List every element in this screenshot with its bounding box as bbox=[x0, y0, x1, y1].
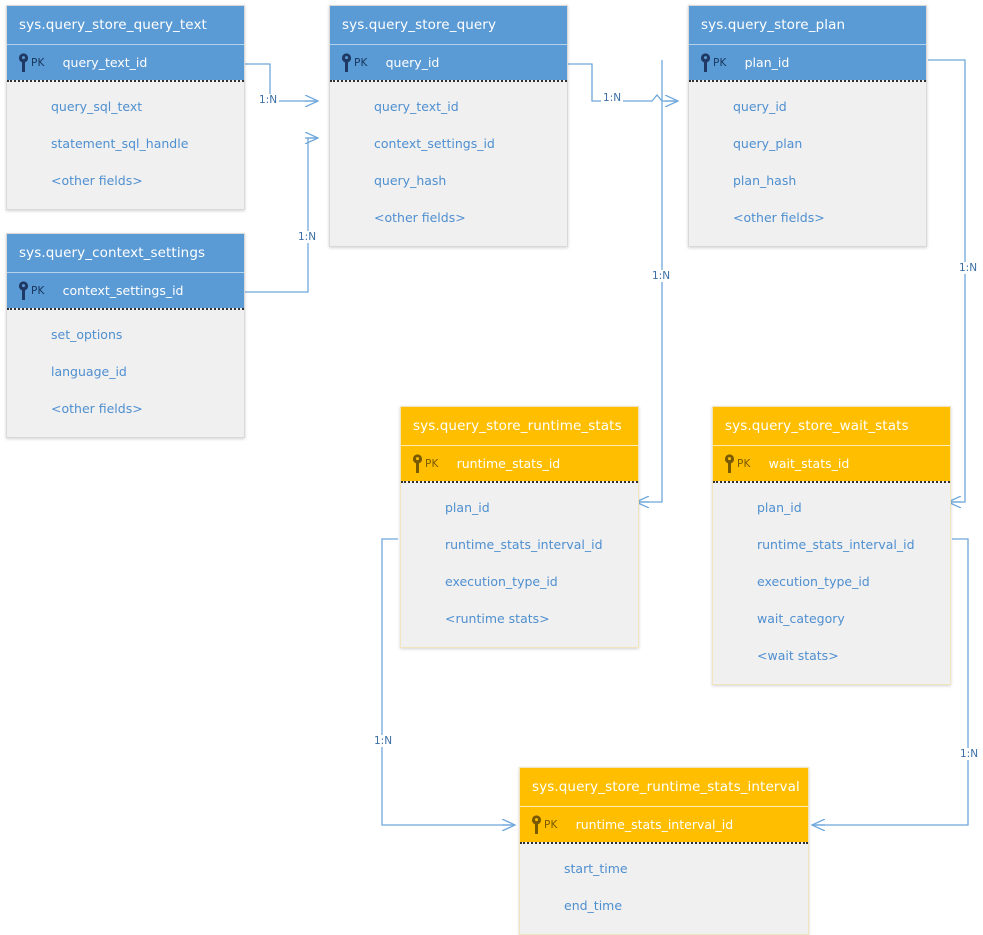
entity-title: sys.query_store_plan bbox=[689, 6, 926, 44]
entity-primary-key-row[interactable]: PK context_settings_id bbox=[7, 272, 244, 308]
entity-query-store-runtime-stats[interactable]: sys.query_store_runtime_stats PK runtime… bbox=[400, 406, 639, 648]
pk-divider bbox=[330, 80, 567, 82]
field-row: runtime_stats_interval_id bbox=[757, 537, 915, 552]
key-icon bbox=[412, 453, 423, 473]
entity-field-list: query_id query_plan plan_hash <other fie… bbox=[689, 82, 926, 246]
cardinality-label-plan-to-wait-stats: 1:N bbox=[957, 262, 980, 274]
entity-query-context-settings[interactable]: sys.query_context_settings PK context_se… bbox=[6, 233, 245, 438]
key-icon bbox=[18, 280, 29, 300]
entity-title: sys.query_context_settings bbox=[7, 234, 244, 272]
pk-tag: PK bbox=[425, 457, 439, 470]
pk-tag: PK bbox=[544, 818, 558, 831]
field-row: runtime_stats_interval_id bbox=[445, 537, 603, 552]
entity-field-list: query_sql_text statement_sql_handle <oth… bbox=[7, 82, 244, 209]
pk-field-name: wait_stats_id bbox=[768, 456, 850, 471]
key-icon bbox=[700, 52, 711, 72]
connector-context-to-query bbox=[245, 138, 318, 293]
entity-field-list: query_text_id context_settings_id query_… bbox=[330, 82, 567, 246]
field-row: query_sql_text bbox=[51, 99, 143, 114]
pk-field-name: plan_id bbox=[744, 55, 790, 70]
pk-field-name: runtime_stats_id bbox=[456, 456, 561, 471]
entity-primary-key-row[interactable]: PK runtime_stats_interval_id bbox=[520, 806, 808, 842]
entity-field-list: start_time end_time bbox=[520, 844, 808, 934]
cardinality-label-plan-to-runtime-stats: 1:N bbox=[650, 270, 673, 282]
pk-tag: PK bbox=[31, 284, 45, 297]
pk-tag: PK bbox=[713, 56, 727, 69]
entity-field-list: plan_id runtime_stats_interval_id execut… bbox=[713, 483, 950, 684]
field-row: <other fields> bbox=[733, 210, 825, 225]
field-row: plan_id bbox=[445, 500, 490, 515]
pk-field-name: runtime_stats_interval_id bbox=[575, 817, 734, 832]
field-row: plan_id bbox=[757, 500, 802, 515]
field-row: end_time bbox=[564, 898, 623, 913]
key-icon bbox=[724, 453, 735, 473]
pk-field-name: query_text_id bbox=[62, 55, 148, 70]
field-row: query_text_id bbox=[374, 99, 459, 114]
pk-field-name: query_id bbox=[385, 55, 440, 70]
entity-title: sys.query_store_runtime_stats bbox=[401, 407, 638, 445]
entity-field-list: plan_id runtime_stats_interval_id execut… bbox=[401, 483, 638, 647]
field-row: set_options bbox=[51, 327, 123, 342]
entity-field-list: set_options language_id <other fields> bbox=[7, 310, 244, 437]
entity-query-store-query-text[interactable]: sys.query_store_query_text PK query_text… bbox=[6, 5, 245, 210]
pk-divider bbox=[689, 80, 926, 82]
entity-primary-key-row[interactable]: PK runtime_stats_id bbox=[401, 445, 638, 481]
cardinality-label-interval-to-wait-stats: 1:N bbox=[958, 748, 981, 760]
field-row: statement_sql_handle bbox=[51, 136, 189, 151]
entity-query-store-plan[interactable]: sys.query_store_plan PK plan_id query_id… bbox=[688, 5, 927, 247]
pk-divider bbox=[7, 308, 244, 310]
entity-title: sys.query_store_query bbox=[330, 6, 567, 44]
field-row: context_settings_id bbox=[374, 136, 495, 151]
entity-primary-key-row[interactable]: PK wait_stats_id bbox=[713, 445, 950, 481]
entity-primary-key-row[interactable]: PK query_id bbox=[330, 44, 567, 80]
field-row: <other fields> bbox=[51, 401, 143, 416]
connector-query-text-to-query bbox=[245, 63, 318, 101]
cardinality-label-query-to-plan: 1:N bbox=[601, 92, 624, 104]
entity-title: sys.query_store_runtime_stats_interval bbox=[520, 768, 808, 806]
pk-field-name: context_settings_id bbox=[62, 283, 184, 298]
field-row: execution_type_id bbox=[757, 574, 870, 589]
field-row: wait_category bbox=[757, 611, 845, 626]
entity-title: sys.query_store_wait_stats bbox=[713, 407, 950, 445]
pk-divider bbox=[520, 842, 808, 844]
pk-tag: PK bbox=[737, 457, 751, 470]
field-row: <other fields> bbox=[374, 210, 466, 225]
field-row: execution_type_id bbox=[445, 574, 558, 589]
pk-tag: PK bbox=[354, 56, 368, 69]
field-row: start_time bbox=[564, 861, 628, 876]
pk-divider bbox=[713, 481, 950, 483]
field-row: plan_hash bbox=[733, 173, 797, 188]
entity-title: sys.query_store_query_text bbox=[7, 6, 244, 44]
cardinality-label-context-to-query: 1:N bbox=[296, 231, 319, 243]
field-row: <runtime stats> bbox=[445, 611, 550, 626]
pk-divider bbox=[401, 481, 638, 483]
key-icon bbox=[341, 52, 352, 72]
field-row: query_plan bbox=[733, 136, 803, 151]
pk-divider bbox=[7, 80, 244, 82]
field-row: language_id bbox=[51, 364, 127, 379]
entity-query-store-runtime-stats-interval[interactable]: sys.query_store_runtime_stats_interval P… bbox=[519, 767, 809, 935]
field-row: query_id bbox=[733, 99, 787, 114]
cardinality-label-interval-to-runtime-stats: 1:N bbox=[372, 735, 395, 747]
field-row: query_hash bbox=[374, 173, 447, 188]
pk-tag: PK bbox=[31, 56, 45, 69]
key-icon bbox=[531, 814, 542, 834]
key-icon bbox=[18, 52, 29, 72]
field-row: <other fields> bbox=[51, 173, 143, 188]
entity-query-store-wait-stats[interactable]: sys.query_store_wait_stats PK wait_stats… bbox=[712, 406, 951, 685]
entity-primary-key-row[interactable]: PK plan_id bbox=[689, 44, 926, 80]
entity-primary-key-row[interactable]: PK query_text_id bbox=[7, 44, 244, 80]
entity-query-store-query[interactable]: sys.query_store_query PK query_id query_… bbox=[329, 5, 568, 247]
cardinality-label-query-text-to-query: 1:N bbox=[257, 94, 280, 106]
field-row: <wait stats> bbox=[757, 648, 839, 663]
